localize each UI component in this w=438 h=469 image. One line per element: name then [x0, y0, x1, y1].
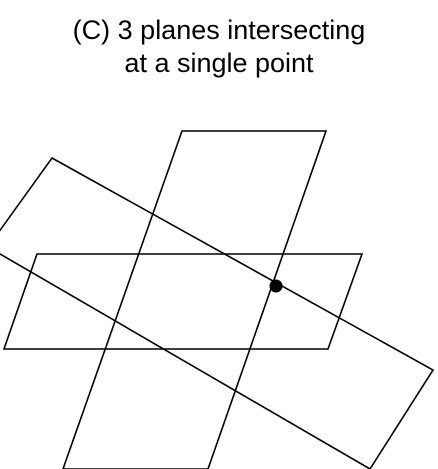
plane-vertical: [62, 130, 328, 469]
figure-title-line-1: (C) 3 planes intersecting: [72, 15, 366, 45]
plane-horizontal: [2, 253, 364, 350]
intersection-point: [269, 279, 283, 293]
figure-title: (C) 3 planes intersecting at a single po…: [0, 14, 438, 80]
figure-title-line-2: at a single point: [124, 48, 314, 78]
plane-tilted: [0, 156, 435, 469]
